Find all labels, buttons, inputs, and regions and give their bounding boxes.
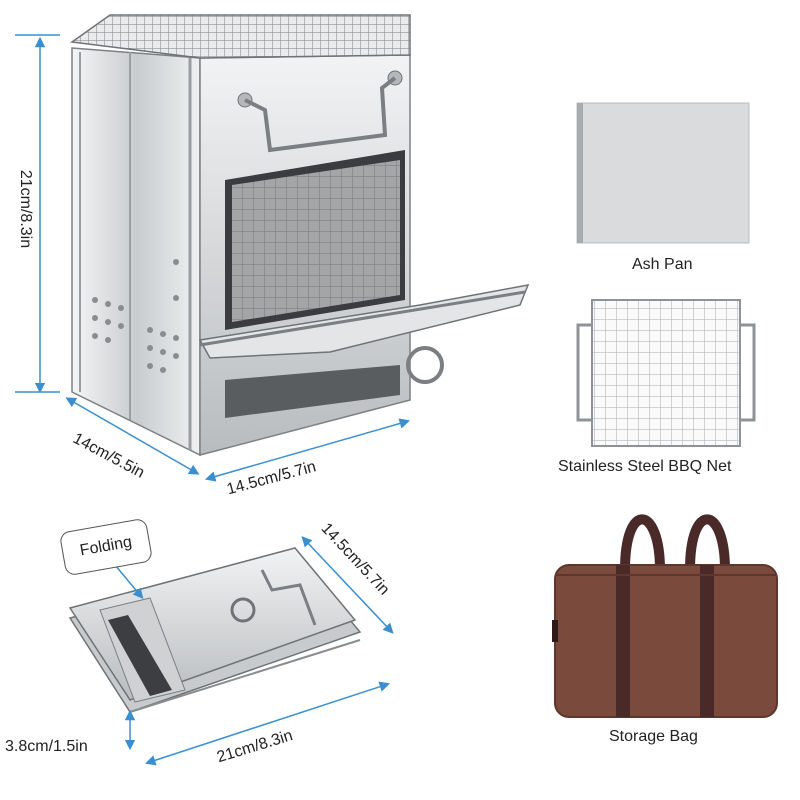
ash-pan-illustration [576,102,750,244]
folded-thickness-dimension-label: 3.8cm/1.5in [5,738,88,755]
dimension-lines [15,34,411,766]
bbq-net-label: Stainless Steel BBQ Net [558,458,732,475]
ash-pan-label: Ash Pan [632,256,693,273]
bbq-net-illustration [576,299,756,447]
folded-stove-illustration [68,547,362,713]
storage-bag-label: Storage Bag [609,728,698,745]
folding-callout-label: Folding [78,533,134,560]
stove-illustration [69,14,530,457]
storage-bag-illustration [552,514,778,718]
height-dimension-label: 21cm/8.3in [17,169,34,249]
